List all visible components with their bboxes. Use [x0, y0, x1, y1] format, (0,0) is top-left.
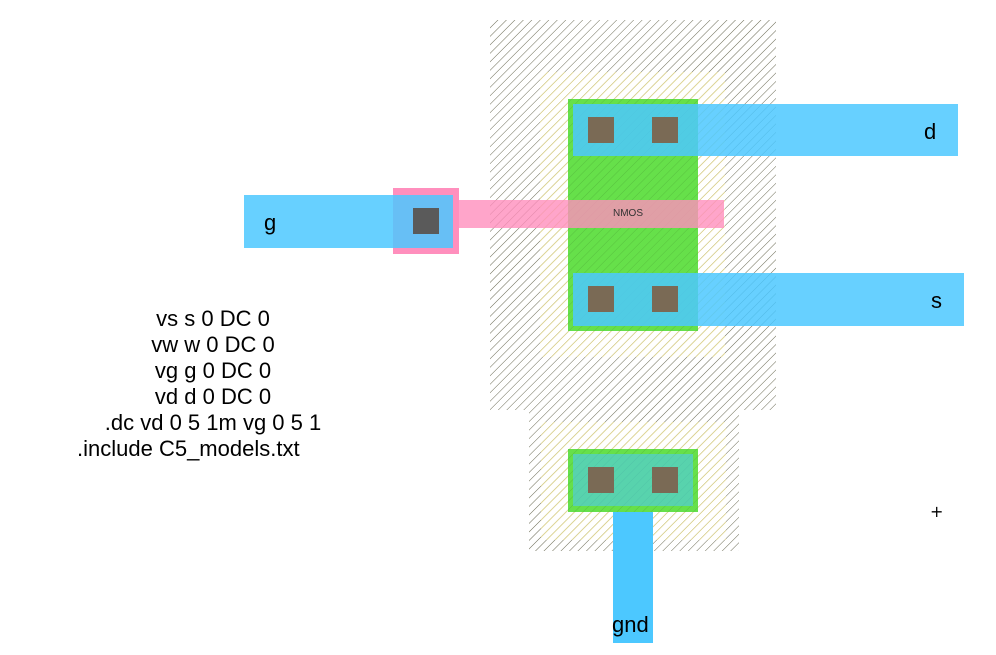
spice-line: .dc vd 0 5 1m vg 0 5 1: [104, 410, 322, 435]
spice-line: vs s 0 DC 0: [156, 306, 270, 331]
source-contact-2[interactable]: [652, 286, 678, 312]
tap-contact-1[interactable]: [588, 467, 614, 493]
spice-line: .include C5_models.txt: [77, 436, 300, 461]
drain-contact-2[interactable]: [652, 117, 678, 143]
spice-line: vw w 0 DC 0: [151, 332, 275, 357]
metal1-drain[interactable]: [573, 104, 958, 156]
pin-label-g: g: [264, 210, 277, 235]
poly-gate[interactable]: [455, 200, 724, 228]
pin-label-d: d: [924, 119, 937, 144]
source-contact-1[interactable]: [588, 286, 614, 312]
spice-line: vg g 0 DC 0: [154, 358, 272, 383]
crosshair-icon: +: [930, 502, 944, 521]
spice-directives[interactable]: vs s 0 DC 0 vw w 0 DC 0 vg g 0 DC 0 vd d…: [58, 306, 368, 462]
poly-contact[interactable]: [413, 208, 439, 234]
pin-label-gnd: gnd: [612, 612, 649, 637]
device-label: NMOS: [613, 208, 643, 219]
spice-line: vd d 0 DC 0: [154, 384, 272, 409]
metal1-source[interactable]: [573, 273, 964, 326]
pin-label-s: s: [931, 288, 942, 313]
metal1-gnd[interactable]: [613, 512, 653, 643]
tap-contact-2[interactable]: [652, 467, 678, 493]
drain-contact-1[interactable]: [588, 117, 614, 143]
